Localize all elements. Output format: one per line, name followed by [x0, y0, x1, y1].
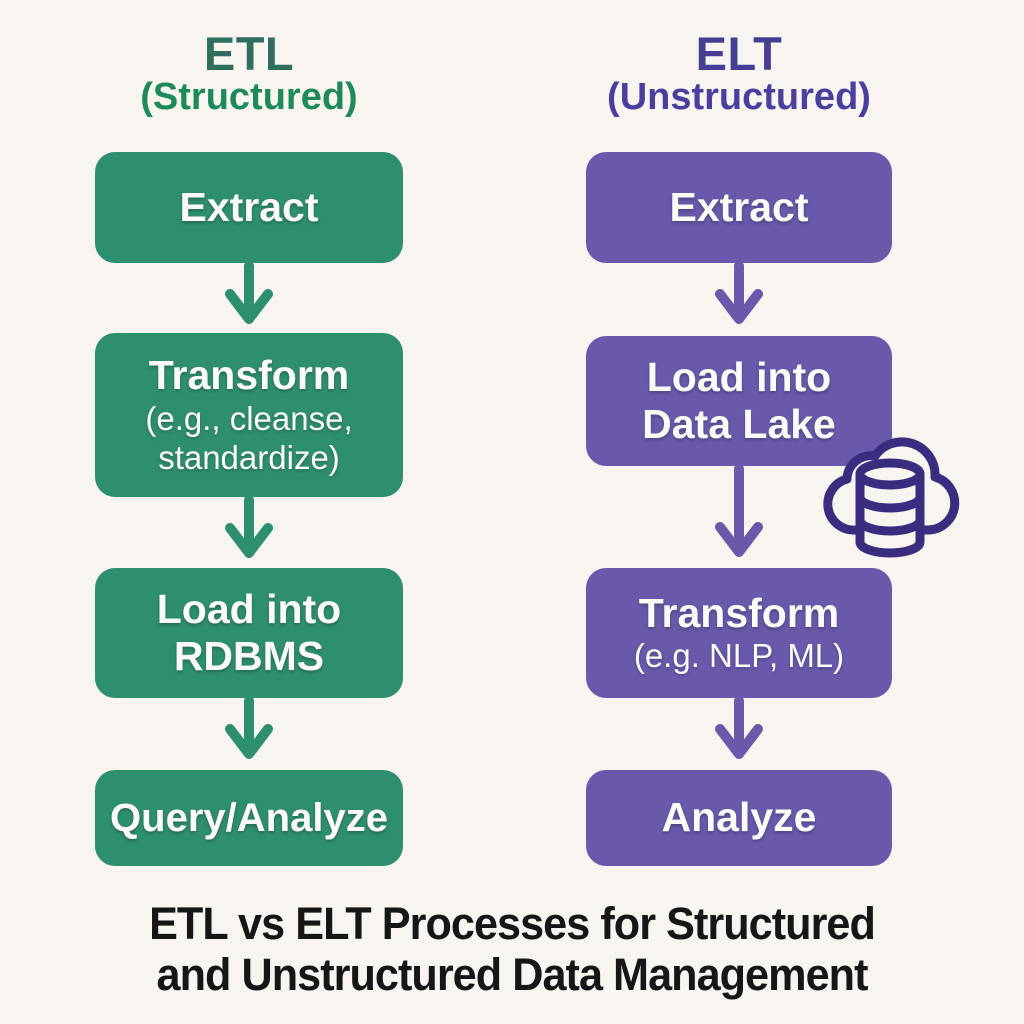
step-label: Extract: [179, 183, 319, 230]
diagram-caption: ETL vs ELT Processes for Structured and …: [20, 898, 1003, 1000]
elt-analyze-box: Analyze: [586, 770, 892, 866]
arrow-down-icon: [707, 464, 771, 566]
elt-extract-box: Extract: [586, 152, 892, 263]
cloud-database-icon: [812, 418, 967, 563]
step-label: Extract: [669, 183, 809, 230]
step-label: RDBMS: [173, 633, 325, 679]
caption-line: and Unstructured Data Management: [156, 949, 869, 1000]
etl-extract-box: Extract: [95, 152, 403, 263]
elt-load-data-lake-box: Load into Data Lake: [586, 336, 892, 466]
arrow-down-icon: [217, 261, 281, 333]
step-sublabel: standardize): [158, 438, 340, 476]
arrow-down-icon: [707, 696, 771, 768]
elt-transform-box: Transform (e.g. NLP, ML): [586, 568, 892, 698]
step-label: Analyze: [661, 794, 817, 841]
step-label: Transform: [638, 589, 840, 636]
step-label: Load into: [156, 585, 342, 632]
etl-load-rdbms-box: Load into RDBMS: [95, 568, 403, 698]
step-label: Data Lake: [642, 401, 836, 447]
step-sublabel: (e.g., cleanse,: [145, 399, 353, 437]
step-sublabel: (e.g. NLP, ML): [633, 637, 845, 675]
arrow-down-icon: [217, 696, 281, 768]
caption-line: ETL vs ELT Processes for Structured: [149, 898, 876, 949]
etl-column-title: ETL: [203, 27, 295, 80]
etl-query-analyze-box: Query/Analyze: [95, 770, 403, 866]
step-label: Query/Analyze: [110, 796, 388, 840]
arrow-down-icon: [707, 261, 771, 333]
etl-column-subtitle: (Structured): [140, 76, 358, 118]
elt-column-subtitle: (Unstructured): [607, 76, 871, 118]
step-label: Transform: [148, 352, 350, 399]
step-label: Load into: [646, 353, 832, 400]
etl-transform-box: Transform (e.g., cleanse, standardize): [95, 333, 403, 497]
elt-column-title: ELT: [695, 27, 783, 80]
arrow-down-icon: [217, 495, 281, 567]
